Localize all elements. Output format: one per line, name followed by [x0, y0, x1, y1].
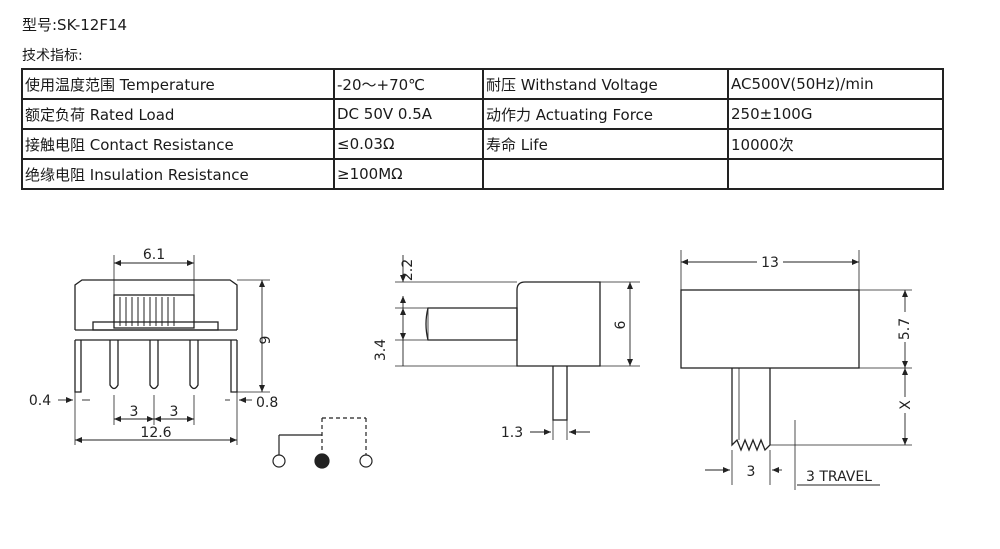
side-leg-right	[230, 340, 238, 393]
side-dim-lever-height: 3.4	[373, 339, 389, 361]
spec-value: ≤0.03Ω	[333, 128, 484, 160]
top-dim-height-mask	[896, 312, 912, 342]
front-view-drawing	[58, 255, 270, 445]
model-number: 型号:SK-12F14	[22, 16, 128, 34]
side-pin	[552, 366, 568, 421]
side-dim-body-height: 6	[613, 320, 629, 329]
spec-value: 250±100G	[727, 98, 944, 130]
side-body	[516, 281, 601, 367]
front-dim-height: 9	[258, 336, 274, 345]
top-dim-lever: X	[898, 400, 914, 410]
spec-label: 使用温度范围 Temperature	[21, 68, 335, 100]
top-dim-length-mask	[757, 254, 783, 270]
spec-label: 寿命 Life	[482, 128, 729, 160]
spec-label: 动作力 Actuating Force	[482, 98, 729, 130]
front-dim-width-top: 6.1	[143, 247, 165, 263]
actuator-block	[113, 294, 195, 329]
spec-label: 接触电阻 Contact Resistance	[21, 128, 335, 160]
spec-value: -20～+70℃	[333, 68, 484, 100]
top-view-drawing	[680, 250, 912, 490]
spec-row-rated-load: 额定负荷 Rated Load DC 50V 0.5A 动作力 Actuatin…	[21, 98, 944, 130]
front-dim-pitch-left: 3	[130, 404, 139, 420]
spec-value: AC500V(50Hz)/min	[727, 68, 944, 100]
spec-row-insulation-resistance: 绝缘电阻 Insulation Resistance ≥100MΩ	[21, 158, 944, 190]
spec-value: ≥100MΩ	[333, 158, 484, 190]
spec-row-contact-resistance: 接触电阻 Contact Resistance ≤0.03Ω 寿命 Life 1…	[21, 128, 944, 160]
front-dim-pin-thickness: 0.4	[29, 393, 51, 409]
frame-outline	[74, 279, 238, 330]
pin-1	[109, 340, 119, 390]
lever-outline	[425, 307, 518, 341]
side-view-drawing	[395, 255, 640, 440]
top-travel-label: 3 TRAVEL	[806, 469, 872, 485]
spec-label	[482, 158, 729, 190]
pin-2	[149, 340, 159, 390]
spec-value: DC 50V 0.5A	[333, 98, 484, 130]
top-dim-lever-width: 3	[747, 464, 756, 480]
terminal-right-circle	[359, 454, 373, 468]
spec-value	[727, 158, 944, 190]
terminal-common-circle	[314, 453, 330, 469]
switch-schematic	[272, 417, 373, 469]
side-dim-top-offset: 2.2	[400, 259, 416, 281]
spec-value: 10000次	[727, 128, 944, 160]
spec-table: 使用温度范围 Temperature -20～+70℃ 耐压 Withstand…	[21, 68, 944, 190]
top-dim-length: 13	[761, 255, 779, 271]
actuator-grip-lines	[119, 297, 175, 326]
side-leg-left	[74, 340, 82, 393]
top-lever	[731, 368, 771, 452]
terminal-left-circle	[272, 454, 286, 468]
top-dim-height: 5.7	[897, 318, 913, 340]
spec-label: 绝缘电阻 Insulation Resistance	[21, 158, 335, 190]
spec-label: 耐压 Withstand Voltage	[482, 68, 729, 100]
front-dim-pitch-right: 3	[170, 404, 179, 420]
side-dim-pin-width: 1.3	[501, 425, 523, 441]
spec-row-temperature: 使用温度范围 Temperature -20～+70℃ 耐压 Withstand…	[21, 68, 944, 100]
pin-3	[189, 340, 199, 390]
front-dim-pin-width: 0.8	[256, 395, 278, 411]
front-dim-total-width: 12.6	[140, 425, 171, 441]
spec-heading: 技术指标:	[22, 48, 83, 64]
spec-label: 额定负荷 Rated Load	[21, 98, 335, 130]
top-dim-lever-mask	[897, 397, 913, 413]
top-body	[680, 289, 860, 369]
